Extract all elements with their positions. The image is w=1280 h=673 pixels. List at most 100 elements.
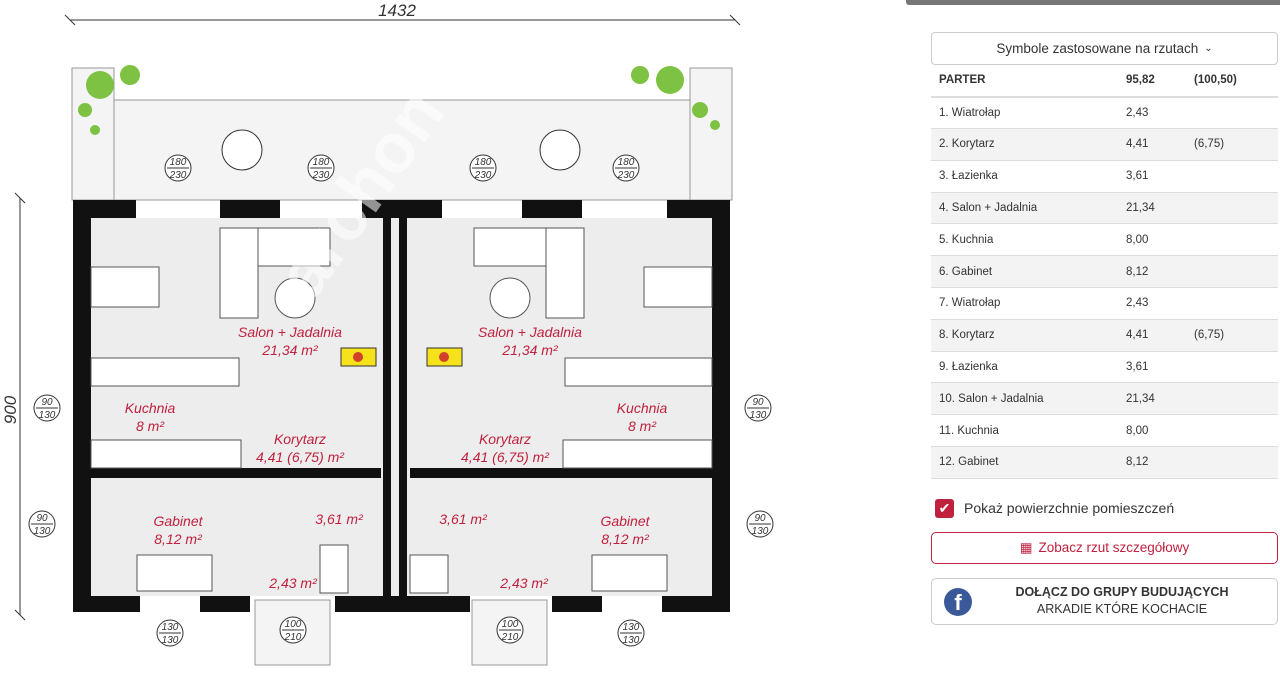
- svg-text:90: 90: [752, 397, 764, 408]
- room-area: 4,41: [1118, 319, 1186, 352]
- room-name: 2. Korytarz: [931, 128, 1118, 161]
- dimension-height: [14, 192, 26, 621]
- symbols-dropdown[interactable]: Symbole zastosowane na rzutach⌄: [931, 32, 1278, 65]
- room-area-extra: [1186, 255, 1278, 289]
- svg-text:90: 90: [41, 397, 53, 408]
- room-area: 8,12: [1118, 255, 1186, 289]
- svg-text:8,12 m²: 8,12 m²: [601, 531, 650, 547]
- svg-text:Korytarz: Korytarz: [479, 431, 531, 447]
- facebook-icon: f: [944, 587, 972, 616]
- svg-text:Gabinet: Gabinet: [153, 513, 203, 529]
- floor-area-extra: (100,50): [1186, 65, 1278, 98]
- plant-icon: [78, 65, 140, 135]
- svg-text:130: 130: [750, 410, 767, 421]
- checkmark-icon[interactable]: ✔: [935, 498, 954, 518]
- svg-text:2,43 m²: 2,43 m²: [268, 575, 318, 591]
- width-dimension: 1432: [378, 1, 416, 20]
- room-name: 5. Kuchnia: [931, 223, 1118, 257]
- room-area: 4,41: [1118, 128, 1186, 161]
- svg-text:130: 130: [752, 526, 769, 537]
- svg-text:3,61 m²: 3,61 m²: [439, 511, 488, 527]
- svg-text:230: 230: [617, 170, 635, 181]
- height-dimension: 900: [1, 395, 20, 424]
- floor-name: PARTER: [931, 65, 1118, 98]
- svg-text:21,34 m²: 21,34 m²: [501, 342, 559, 358]
- room-name: 12. Gabinet: [931, 446, 1118, 479]
- room-area: 2,43: [1118, 287, 1186, 320]
- room-area: 3,61: [1118, 160, 1186, 193]
- room-area: 2,43: [1118, 96, 1186, 130]
- floor-area: 95,82: [1118, 65, 1186, 98]
- room-area-extra: [1186, 414, 1278, 448]
- svg-text:21,34 m²: 21,34 m²: [261, 342, 319, 358]
- svg-text:130: 130: [162, 622, 179, 633]
- svg-text:4,41 (6,75) m²: 4,41 (6,75) m²: [256, 449, 345, 465]
- walls: [73, 200, 730, 612]
- svg-text:230: 230: [312, 170, 330, 181]
- svg-text:210: 210: [284, 632, 302, 643]
- detail-plan-label: Zobacz rzut szczegółowy: [1038, 540, 1190, 556]
- room-name: 7. Wiatrołap: [931, 287, 1118, 320]
- room-area-extra: [1186, 382, 1278, 416]
- svg-text:130: 130: [162, 635, 179, 646]
- svg-text:8,12 m²: 8,12 m²: [154, 531, 203, 547]
- svg-text:90: 90: [36, 513, 48, 524]
- room-area: 8,00: [1118, 414, 1186, 448]
- dimension-width: [64, 14, 741, 26]
- terrace: [112, 99, 692, 201]
- room-area-extra: [1186, 96, 1278, 130]
- svg-text:230: 230: [474, 170, 492, 181]
- room-area-extra: [1186, 223, 1278, 257]
- svg-text:180: 180: [170, 157, 187, 168]
- svg-text:210: 210: [501, 632, 519, 643]
- room-name: 6. Gabinet: [931, 255, 1118, 289]
- room-area-extra: [1186, 351, 1278, 384]
- room-area-extra: (6,75): [1186, 319, 1278, 352]
- svg-text:100: 100: [502, 619, 519, 630]
- svg-text:100: 100: [285, 619, 302, 630]
- svg-text:4,41 (6,75) m²: 4,41 (6,75) m²: [461, 449, 550, 465]
- show-areas-checkbox[interactable]: ✔Pokaż powierzchnie pomieszczeń: [935, 498, 1278, 518]
- svg-text:130: 130: [34, 526, 51, 537]
- svg-text:230: 230: [169, 170, 187, 181]
- svg-text:2,43 m²: 2,43 m²: [499, 575, 549, 591]
- svg-text:180: 180: [313, 157, 330, 168]
- room-area-extra: [1186, 446, 1278, 479]
- room-area-extra: (6,75): [1186, 128, 1278, 161]
- symbols-dropdown-label: Symbole zastosowane na rzutach: [996, 41, 1199, 56]
- room-area: 8,12: [1118, 446, 1186, 479]
- svg-text:Gabinet: Gabinet: [600, 513, 650, 529]
- svg-text:130: 130: [623, 622, 640, 633]
- detail-plan-button[interactable]: ▦Zobacz rzut szczegółowy: [931, 531, 1278, 564]
- room-name: 4. Salon + Jadalnia: [931, 192, 1118, 225]
- room-area: 8,00: [1118, 223, 1186, 257]
- svg-text:Kuchnia: Kuchnia: [125, 400, 176, 416]
- svg-text:Korytarz: Korytarz: [274, 431, 326, 447]
- room-name: 8. Korytarz: [931, 319, 1118, 352]
- room-area-extra: [1186, 287, 1278, 320]
